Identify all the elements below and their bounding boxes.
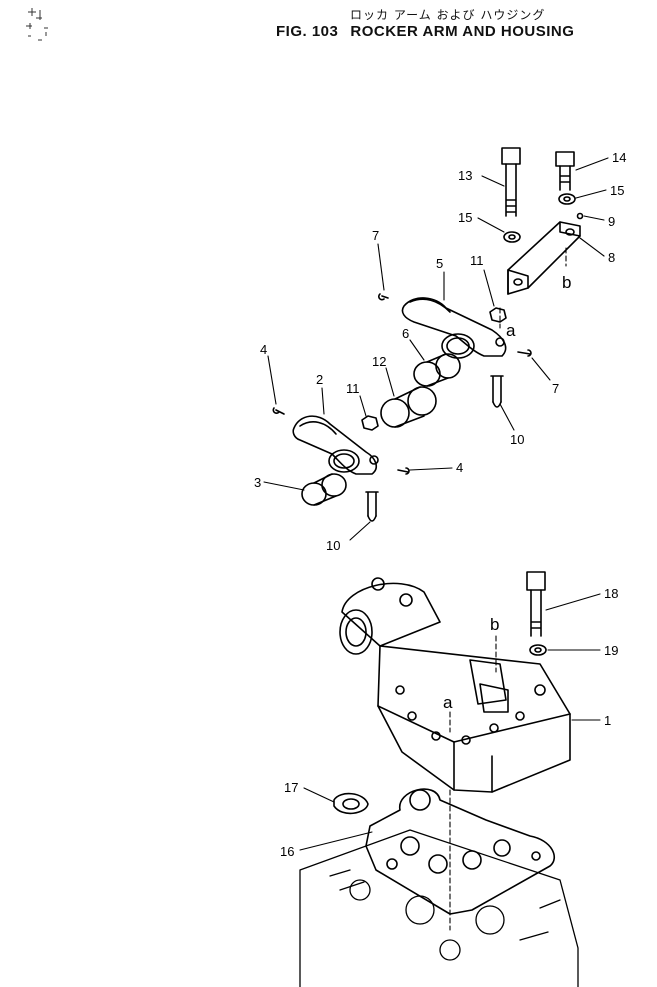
callout-10-left: 10 bbox=[326, 538, 340, 553]
callout-4-upper: 4 bbox=[260, 342, 267, 357]
figure-english-title: ROCKER ARM AND HOUSING bbox=[350, 23, 575, 40]
leader-17 bbox=[303, 787, 335, 803]
leader-2 bbox=[321, 387, 325, 415]
leader-11-upper bbox=[483, 269, 495, 307]
leader-12 bbox=[385, 367, 395, 397]
leader-6 bbox=[409, 339, 425, 361]
gasket-16 bbox=[365, 788, 555, 915]
screw-7-upper bbox=[378, 293, 389, 301]
callout-4-right: 4 bbox=[456, 460, 463, 475]
corner-registration-mark bbox=[26, 8, 48, 41]
callout-12: 12 bbox=[372, 354, 386, 369]
callout-2: 2 bbox=[316, 372, 323, 387]
bushing-6 bbox=[413, 353, 461, 387]
leader-9 bbox=[583, 215, 605, 221]
leader-10-left bbox=[349, 521, 371, 541]
screw-4-right bbox=[397, 467, 410, 475]
nut-11-lower bbox=[361, 415, 379, 431]
gasket-17 bbox=[333, 792, 369, 815]
callout-8: 8 bbox=[608, 250, 615, 265]
bushing-12 bbox=[380, 386, 437, 428]
washer-19 bbox=[529, 644, 547, 656]
leader-15-left bbox=[477, 217, 505, 233]
ref-mark-b-upper: b bbox=[562, 273, 571, 292]
leader-11-lower bbox=[359, 395, 367, 417]
callout-10-right: 10 bbox=[510, 432, 524, 447]
adjust-screw-10-left bbox=[365, 491, 379, 522]
rocker-arm-2 bbox=[292, 415, 379, 475]
leader-10-right bbox=[499, 403, 515, 431]
cylinder-head-partial bbox=[299, 829, 579, 987]
callout-11-lower: 11 bbox=[346, 381, 360, 396]
leader-7-upper bbox=[377, 243, 385, 291]
callout-15-right: 15 bbox=[610, 183, 624, 198]
figure-number: FIG. 103 bbox=[276, 23, 339, 40]
leader-3 bbox=[263, 481, 305, 491]
callout-5: 5 bbox=[436, 256, 443, 271]
bushing-3 bbox=[301, 473, 347, 506]
leader-8 bbox=[579, 237, 605, 257]
nut-11-upper bbox=[489, 307, 507, 323]
callout-3: 3 bbox=[254, 475, 261, 490]
ref-mark-a-lower: a bbox=[443, 693, 453, 712]
bolt-14 bbox=[555, 151, 575, 191]
bolt-13 bbox=[501, 147, 521, 217]
rocker-arm-5 bbox=[401, 297, 507, 359]
ref-mark-b-lower: b bbox=[490, 615, 499, 634]
screw-7-right bbox=[517, 349, 532, 357]
callout-13: 13 bbox=[458, 168, 472, 183]
callout-7-upper: 7 bbox=[372, 228, 379, 243]
japanese-title: ロッカ アーム および ハウジング bbox=[350, 8, 546, 22]
callout-16: 16 bbox=[280, 844, 294, 859]
leader-7-right bbox=[531, 357, 551, 381]
figure-title: FIG. 103 ROCKER ARM AND HOUSING bbox=[276, 23, 586, 40]
leader-4-upper bbox=[267, 355, 277, 405]
adjust-screw-10-right bbox=[490, 375, 504, 408]
callout-15-left: 15 bbox=[458, 210, 472, 225]
callout-6: 6 bbox=[402, 326, 409, 341]
callout-11-upper: 11 bbox=[470, 253, 484, 268]
callout-1: 1 bbox=[604, 713, 611, 728]
washer-15-lower bbox=[503, 231, 521, 243]
rocker-bracket-8 bbox=[507, 212, 584, 295]
screw-4-upper bbox=[272, 407, 285, 415]
leader-14 bbox=[575, 157, 609, 171]
leader-16 bbox=[299, 831, 373, 851]
callout-17: 17 bbox=[284, 780, 298, 795]
washer-15-upper bbox=[558, 193, 576, 205]
housing-1 bbox=[339, 577, 571, 793]
callout-14: 14 bbox=[612, 150, 626, 165]
callout-19: 19 bbox=[604, 643, 618, 658]
ref-mark-a-upper: a bbox=[506, 321, 516, 340]
leader-18 bbox=[545, 593, 601, 611]
callout-18: 18 bbox=[604, 586, 618, 601]
leader-15-right bbox=[575, 189, 607, 199]
leader-4-right bbox=[409, 467, 453, 471]
leader-13 bbox=[481, 175, 505, 187]
bolt-18 bbox=[526, 571, 546, 637]
callout-7-right: 7 bbox=[552, 381, 559, 396]
callout-9: 9 bbox=[608, 214, 615, 229]
